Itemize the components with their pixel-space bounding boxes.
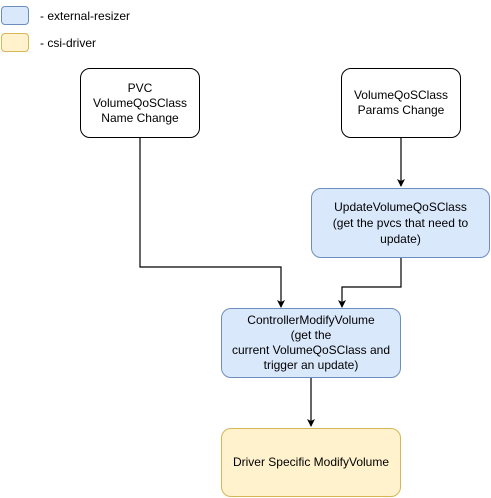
edge-update-to-controller xyxy=(338,258,402,308)
node-update-qos-class: UpdateVolumeQoSClass (get the pvcs that … xyxy=(311,188,490,258)
node-driver-modify-volume-label: Driver Specific ModifyVolume xyxy=(232,455,390,469)
legend-swatch-csi-driver xyxy=(1,33,29,52)
legend-label-csi-driver: - csi-driver xyxy=(40,36,96,50)
node-params-change-label: VolumeQoSClass Params Change xyxy=(353,88,449,117)
node-controller-modify-volume: ControllerModifyVolume (get the current … xyxy=(221,308,401,378)
node-driver-modify-volume: Driver Specific ModifyVolume xyxy=(221,428,401,497)
node-pvc-name-change: PVC VolumeQoSClass Name Change xyxy=(80,68,200,138)
node-pvc-name-change-label: PVC VolumeQoSClass Name Change xyxy=(92,80,188,125)
node-params-change: VolumeQoSClass Params Change xyxy=(341,68,461,138)
edge-pvc-to-controller xyxy=(139,138,285,308)
legend-swatch-external-resizer xyxy=(1,6,29,25)
node-update-qos-class-label: UpdateVolumeQoSClass (get the pvcs that … xyxy=(332,200,469,246)
node-controller-modify-volume-label: ControllerModifyVolume (get the current … xyxy=(231,313,391,372)
legend-label-external-resizer: - external-resizer xyxy=(40,9,131,23)
